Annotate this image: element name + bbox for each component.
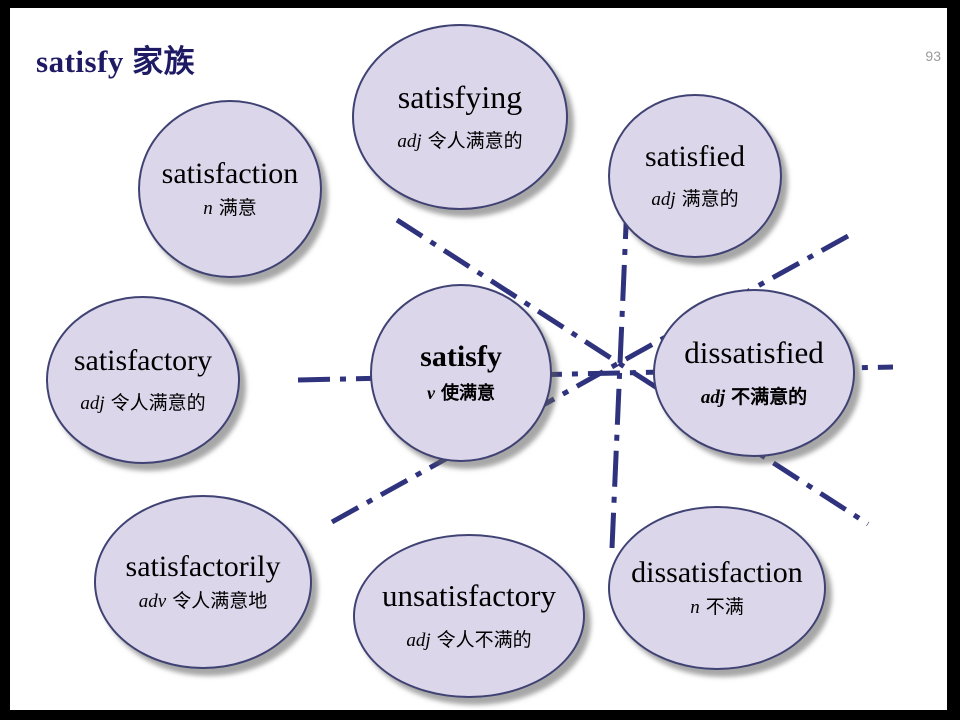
node-pos: v [427, 382, 435, 403]
node-meaning: 令人满意的 [427, 131, 523, 153]
node-word: dissatisfaction [631, 555, 803, 589]
node-word: satisfying [397, 78, 523, 115]
node-satisfy: satisfy v 使满意 [370, 284, 552, 462]
node-word: satisfactorily [125, 549, 281, 583]
node-meaning: 令人满意地 [172, 591, 268, 613]
node-pos: adj [397, 131, 422, 153]
node-definition: v 使满意 [427, 379, 495, 405]
node-word: satisfy [420, 340, 502, 374]
node-pos: n [203, 198, 213, 220]
slide-title: satisfy 家族 [36, 44, 196, 79]
node-word: unsatisfactory [382, 578, 556, 614]
node-pos: adj [700, 386, 726, 408]
node-pos: adv [138, 591, 167, 613]
node-meaning: 使满意 [441, 382, 495, 403]
node-word: satisfactory [73, 343, 213, 377]
node-word: dissatisfied [684, 335, 824, 371]
node-word: satisfaction [161, 156, 299, 190]
node-pos: adj [651, 189, 676, 211]
node-word: satisfied [645, 139, 745, 173]
node-meaning: 不满意的 [731, 386, 808, 408]
node-meaning: 满意的 [681, 189, 739, 211]
node-meaning: 令人不满的 [436, 629, 532, 651]
connector-line-vertical [609, 202, 630, 549]
node-meaning: 满意 [218, 198, 257, 220]
node-pos: adj [406, 629, 431, 651]
node-meaning: 不满 [705, 597, 744, 619]
page-number: 93 [925, 48, 941, 64]
node-meaning: 令人满意的 [110, 393, 206, 415]
node-pos: n [690, 597, 700, 619]
node-pos: adj [80, 393, 105, 415]
